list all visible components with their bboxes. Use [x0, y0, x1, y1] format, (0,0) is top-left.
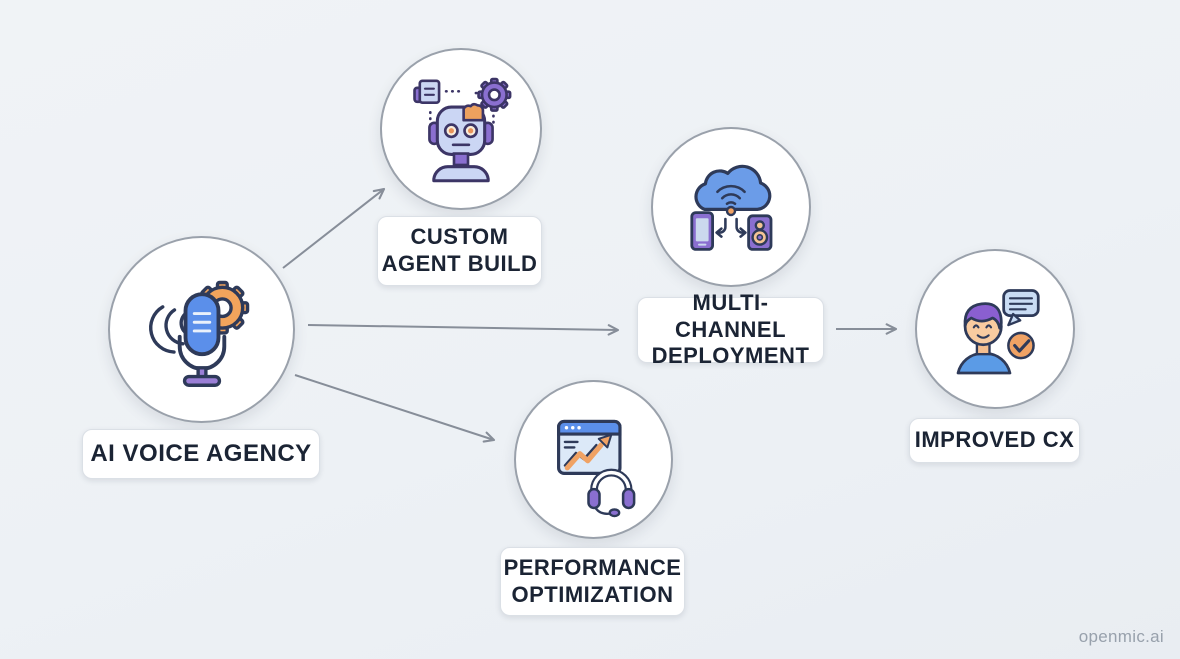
node-ai-voice-agency [108, 236, 295, 423]
robot-head-icon [413, 77, 512, 183]
analytics-headset-icon [556, 419, 635, 517]
label-improved-cx: IMPROVED CX [909, 418, 1080, 463]
label-ai-voice-agency: AI VOICE AGENCY [82, 429, 320, 479]
cloud-devices-icon [690, 164, 773, 251]
watermark-openmic: openmic.ai [1078, 627, 1164, 646]
node-custom-agent-build [380, 48, 542, 210]
node-improved-cx [915, 249, 1075, 409]
node-performance-optimization [514, 380, 673, 539]
node-multi-channel-deployment [651, 127, 811, 287]
arrow-to-performance [294, 374, 496, 443]
arrow-to-custom-agent-build [282, 187, 386, 269]
customer-chat-icon [956, 289, 1040, 375]
microphone-gear-icon [148, 280, 249, 387]
arrow-to-multi-channel [307, 324, 620, 336]
